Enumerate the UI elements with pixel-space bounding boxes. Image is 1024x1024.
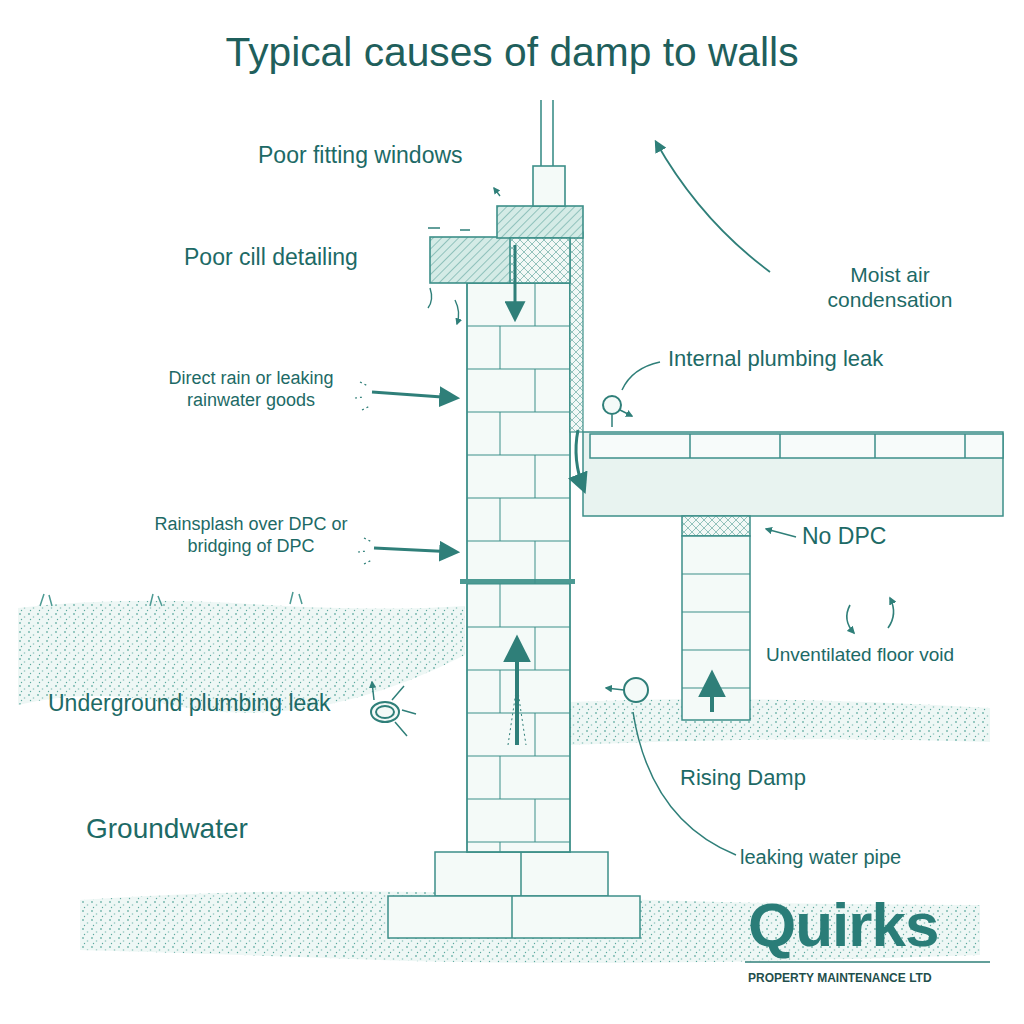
- brick-course: [467, 497, 570, 498]
- brick-course: [467, 626, 570, 627]
- title-box: Typical causes of damp to walls: [0, 28, 1024, 77]
- brick-joint: [535, 283, 536, 326]
- brick-joint: [500, 842, 501, 852]
- callout-label: Internal plumbing leak: [668, 346, 883, 371]
- foundation: [388, 852, 640, 938]
- brick-joint: [535, 627, 536, 670]
- callout-label-box: No DPC: [802, 523, 886, 551]
- callout-label: Rising Damp: [680, 765, 806, 790]
- brick-course: [467, 755, 570, 756]
- brick-joint: [500, 326, 501, 369]
- callout-label: Poor cill detailing: [184, 244, 358, 270]
- callout-label: Direct rain or leaking rainwater goods: [168, 368, 333, 410]
- brick-joint: [535, 799, 536, 842]
- callout-label: Underground plumbing leak: [48, 690, 331, 716]
- logo-rule: [745, 961, 990, 963]
- brick-course: [467, 325, 570, 326]
- suspended-floor: [583, 432, 1003, 516]
- brick-course: [467, 798, 570, 799]
- pipes: [371, 396, 648, 736]
- brick-wall: [460, 283, 575, 852]
- brick-joint: [535, 541, 536, 584]
- logo-name-box: Quirks: [748, 888, 938, 962]
- brick-joint: [500, 670, 501, 713]
- inner-lining: [570, 232, 583, 432]
- callout-label-box: Poor fitting windows: [258, 142, 463, 170]
- callout-label-box: Internal plumbing leak: [668, 346, 883, 372]
- brick-joint: [535, 713, 536, 756]
- title: Typical causes of damp to walls: [225, 29, 798, 75]
- brick-joint: [500, 756, 501, 799]
- brick-course: [467, 411, 570, 412]
- callout-label: Unventilated floor void: [766, 644, 954, 665]
- brick-course: [682, 650, 750, 651]
- brick-course: [467, 841, 570, 842]
- callout-label-box: Moist air condensation: [800, 262, 980, 312]
- brick-course: [682, 574, 750, 575]
- brick-course: [467, 368, 570, 369]
- callout-label: leaking water pipe: [740, 846, 901, 868]
- logo-subtitle: PROPERTY MAINTENANCE LTD: [748, 971, 932, 985]
- callout-label-box: Rainsplash over DPC or bridging of DPC: [134, 514, 368, 557]
- sleeper-pier: [682, 516, 750, 720]
- callout-label-box: Poor cill detailing: [184, 244, 358, 272]
- logo-subtitle-box: PROPERTY MAINTENANCE LTD: [748, 968, 993, 986]
- callout-label: No DPC: [802, 523, 886, 549]
- callout-label: Moist air condensation: [828, 263, 953, 311]
- callout-label: Rainsplash over DPC or bridging of DPC: [154, 514, 347, 556]
- dpc-strip: [460, 579, 575, 584]
- brick-joint: [500, 412, 501, 455]
- brick-joint: [535, 455, 536, 498]
- window-and-cill: [430, 100, 583, 283]
- brick-course: [682, 688, 750, 689]
- callout-label-box: Unventilated floor void: [766, 644, 954, 667]
- brick-joint: [500, 584, 501, 627]
- region-label: Groundwater: [86, 813, 248, 844]
- callout-label-box: Rising Damp: [680, 765, 806, 791]
- region-label-box: Groundwater: [86, 812, 248, 846]
- brick-course: [467, 540, 570, 541]
- brick-joint: [535, 369, 536, 412]
- damp-arrows: [355, 142, 894, 855]
- brick-course: [467, 583, 570, 584]
- callout-label: Poor fitting windows: [258, 142, 463, 168]
- logo-name: Quirks: [748, 890, 938, 959]
- brick-course: [682, 612, 750, 613]
- brick-course: [467, 454, 570, 455]
- callout-label-box: leaking water pipe: [740, 845, 901, 869]
- brick-joint: [500, 498, 501, 541]
- callout-label-box: Underground plumbing leak: [48, 690, 338, 718]
- callout-label-box: Direct rain or leaking rainwater goods: [138, 368, 364, 411]
